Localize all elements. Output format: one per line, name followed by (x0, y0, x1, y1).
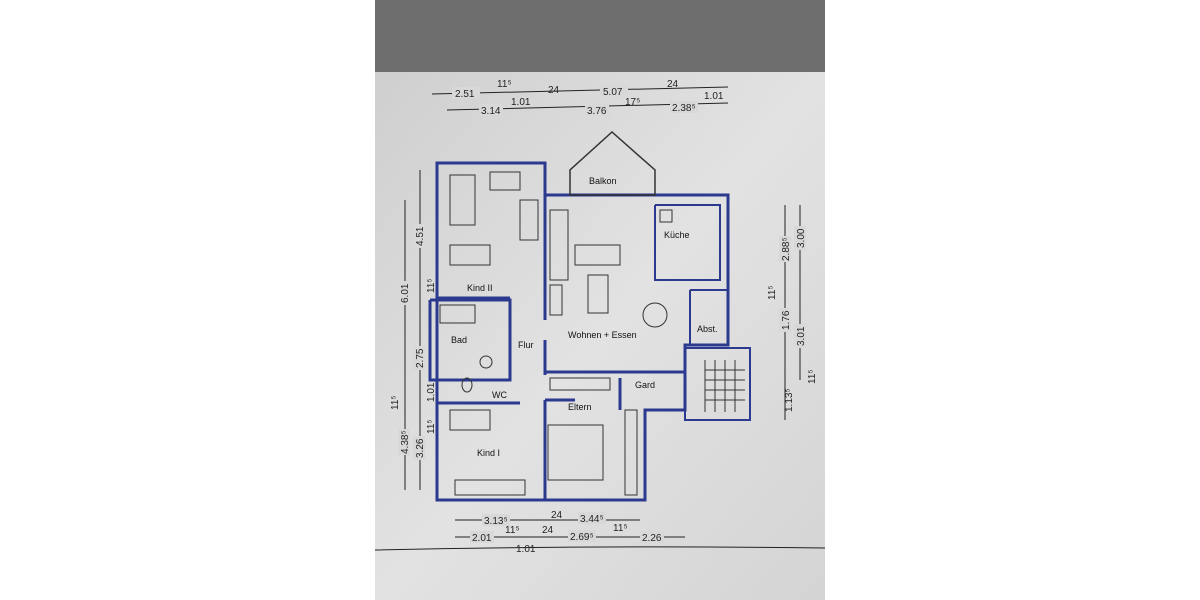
dim-label: 3.13⁵ (484, 516, 508, 527)
dim-label: 11⁵ (497, 79, 512, 90)
stairs (704, 360, 745, 412)
dim-label: 4.38⁵ (400, 430, 411, 454)
dim-label: 3.44⁵ (580, 514, 604, 525)
dim-label: 3.76 (587, 106, 607, 117)
dim-label: 4.51 (415, 226, 426, 246)
dim-label: 11⁵ (613, 523, 628, 534)
room-label-kueche: Küche (664, 230, 690, 240)
dim-label: 3.26 (415, 438, 426, 458)
dim-label: 6.01 (400, 283, 411, 303)
room-label-abst: Abst. (697, 324, 718, 334)
dim-label: 1.01 (511, 97, 531, 108)
dim-label: 1.01 (516, 544, 536, 555)
room-label-eltern: Eltern (568, 402, 592, 412)
dim-label: 2.26 (642, 533, 662, 544)
dim-label: 3.00 (796, 228, 807, 248)
dim-label: 5.07 (603, 87, 623, 98)
dim-label: 1.01 (704, 91, 724, 102)
dim-label: 11⁵ (807, 369, 818, 384)
dim-label: 3.14 (481, 106, 501, 117)
room-label-wc: WC (492, 390, 507, 400)
room-label-kind2: Kind II (467, 283, 493, 293)
dim-label: 11⁵ (426, 278, 437, 293)
dim-label: 2.51 (455, 89, 475, 100)
dim-label: 2.01 (472, 533, 492, 544)
room-label-flur: Flur (518, 340, 534, 350)
room-label-bad: Bad (451, 335, 467, 345)
dim-label: 11⁵ (390, 395, 401, 410)
dim-label: 11⁵ (426, 419, 437, 434)
dim-label: 24 (542, 525, 554, 536)
dim-label: 24 (548, 85, 560, 96)
dim-label: 1.13⁵ (784, 388, 795, 412)
dim-label: 11⁵ (505, 525, 520, 536)
dim-label: 11⁵ (767, 285, 778, 300)
dim-label: 2.75 (415, 348, 426, 368)
room-labels: Balkon Küche Kind II Bad Flur Wohnen + E… (451, 176, 718, 458)
floor-plan-photo: 2.51 11⁵ 24 5.07 24 3.14 1.01 3.76 17⁵ 2… (375, 0, 825, 600)
dimension-labels: 2.51 11⁵ 24 5.07 24 3.14 1.01 3.76 17⁵ 2… (390, 79, 818, 555)
dim-label: 3.01 (796, 326, 807, 346)
room-label-kind1: Kind I (477, 448, 500, 458)
room-label-balkon: Balkon (589, 176, 617, 186)
dim-label: 2.69⁵ (570, 532, 594, 543)
dim-label: 24 (667, 79, 679, 90)
room-label-gard: Gard (635, 380, 655, 390)
dim-label: 24 (551, 510, 563, 521)
room-label-wohnen-essen: Wohnen + Essen (568, 330, 637, 340)
dim-label: 1.76 (781, 310, 792, 330)
dim-label: 17⁵ (625, 97, 640, 108)
walls (428, 130, 751, 502)
furniture (439, 171, 673, 496)
dim-label: 2.88⁵ (781, 237, 792, 261)
dim-label: 2.38⁵ (672, 103, 696, 114)
dim-label: 1.01 (426, 382, 437, 402)
